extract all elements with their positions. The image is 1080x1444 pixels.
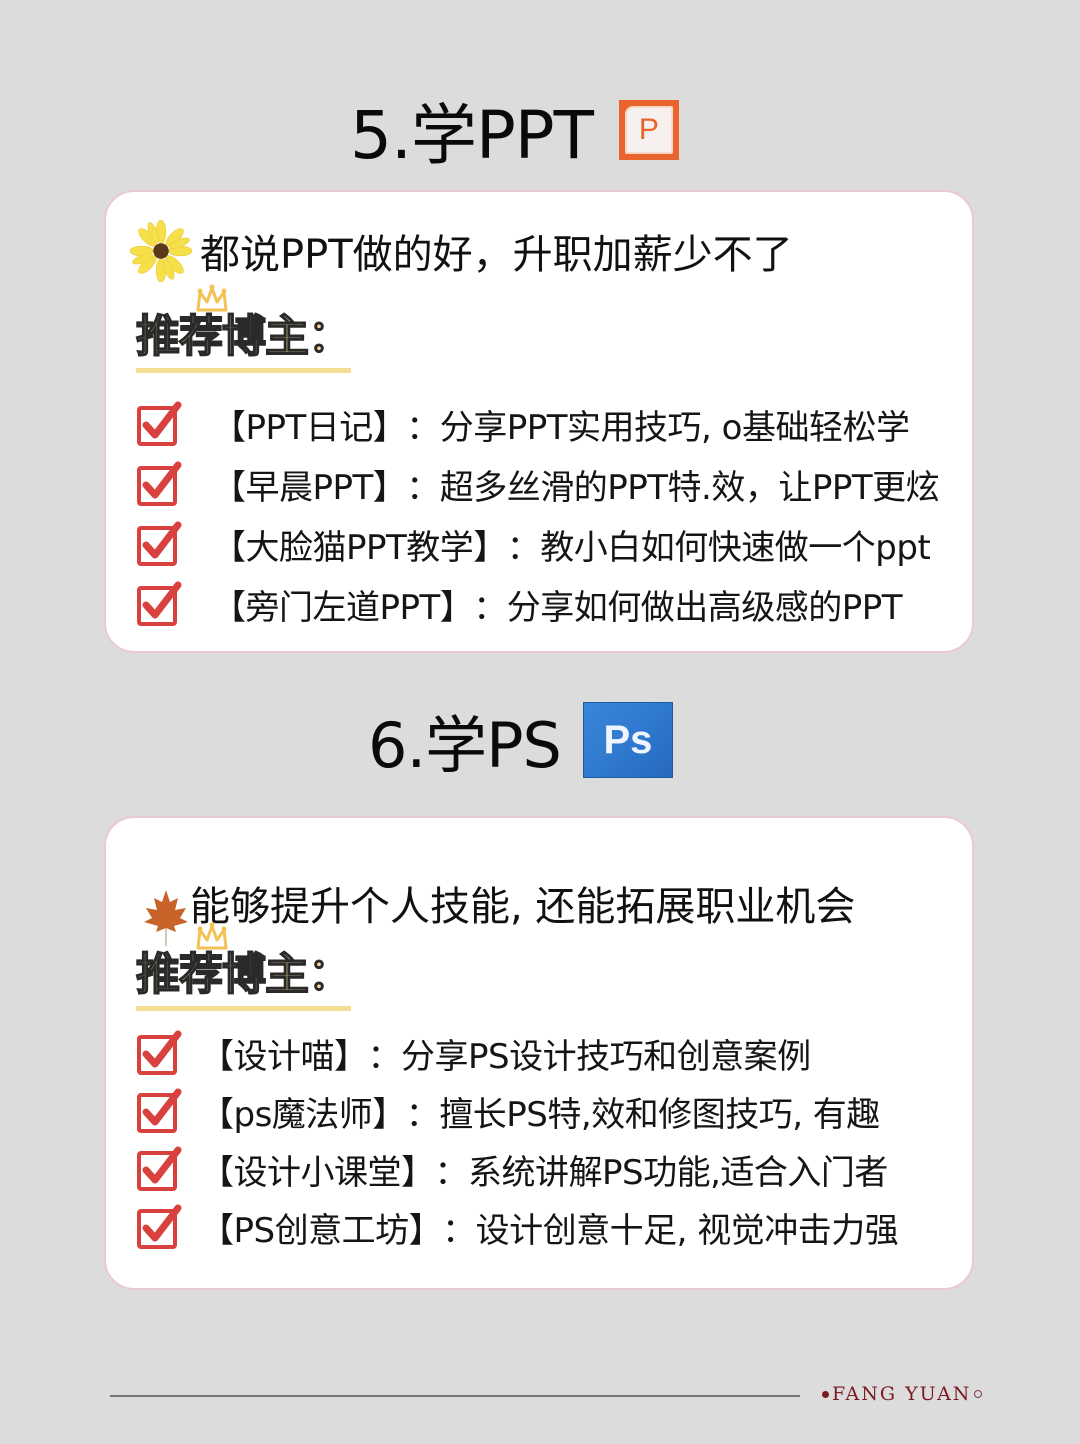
blogger-name: 【ps魔法师】 (200, 1094, 406, 1135)
checkbox-checked-icon (137, 1088, 182, 1133)
blogger-name: 【旁门左道PPT】 (212, 587, 474, 628)
list-item: 【设计小课堂】：系统讲解PS功能,适合入门者 (136, 1140, 962, 1198)
footer-divider (110, 1395, 800, 1397)
blogger-name: 【大脸猫PPT教学】 (212, 527, 507, 568)
card-intro: 都说PPT做的好，升职加薪少不了 (130, 220, 793, 282)
blogger-list: 【PPT日记】：分享PPT实用技巧, o基础轻松学 【早晨PPT】：超多丝滑的P… (136, 394, 962, 634)
list-item: 【大脸猫PPT教学】：教小白如何快速做一个ppt (136, 514, 962, 574)
blogger-desc: 分享PPT实用技巧, o基础轻松学 (439, 407, 910, 448)
checkbox-checked-icon (137, 1030, 182, 1075)
blogger-desc: 分享PS设计技巧和创意案例 (401, 1036, 811, 1077)
list-item: 【PPT日记】：分享PPT实用技巧, o基础轻松学 (136, 394, 962, 454)
separator: ： (434, 1152, 469, 1193)
section-title-text: 6.学PS (368, 709, 562, 782)
recommend-heading: 推荐博主： (135, 284, 353, 373)
blogger-name: 【早晨PPT】 (212, 467, 407, 508)
blogger-desc: 系统讲解PS功能,适合入门者 (468, 1152, 888, 1193)
ppt-card: 都说PPT做的好，升职加薪少不了 推荐博主： 【PPT日记】：分享PPT实用技巧… (104, 190, 974, 653)
crown-icon (196, 922, 228, 950)
blogger-name: 【设计小课堂】 (200, 1152, 435, 1193)
section-title-ppt: 5.学PPT P (350, 90, 679, 174)
separator: ： (406, 467, 440, 508)
blogger-desc: 超多丝滑的PPT特.效，让PPT更炫 (439, 467, 940, 508)
blogger-list: 【设计喵】：分享PS设计技巧和创意案例 【ps魔法师】：擅长PS特,效和修图技巧… (136, 1024, 962, 1256)
checkbox-checked-icon (137, 461, 182, 506)
section-title-ps: 6.学PS Ps (368, 700, 673, 782)
ring-icon (974, 1390, 983, 1398)
separator: ： (473, 587, 507, 628)
separator: ： (405, 1094, 440, 1135)
powerpoint-logo-icon: P (618, 100, 679, 160)
list-item: 【早晨PPT】：超多丝滑的PPT特.效，让PPT更炫 (136, 454, 962, 514)
recommend-heading: 推荐博主： (135, 922, 353, 1011)
checkbox-checked-icon (137, 1146, 182, 1191)
list-item: 【设计喵】：分享PS设计技巧和创意案例 (136, 1024, 962, 1082)
blogger-desc: 分享如何做出高级感的PPT (506, 587, 903, 628)
checkbox-checked-icon (137, 401, 182, 446)
maple-leaf-icon (144, 890, 188, 946)
blogger-name: 【设计喵】 (200, 1036, 368, 1077)
blogger-name: 【PPT日记】 (212, 407, 407, 448)
sunflower-icon (130, 220, 192, 282)
footer-signature: FANG YUAN (822, 1383, 983, 1405)
checkbox-checked-icon (137, 581, 182, 626)
checkbox-checked-icon (137, 1204, 182, 1249)
blogger-desc: 设计创意十足, 视觉冲击力强 (475, 1210, 899, 1251)
blogger-desc: 擅长PS特,效和修图技巧, 有趣 (439, 1094, 880, 1135)
separator: ： (506, 527, 541, 568)
ps-card: 能够提升个人技能, 还能拓展职业机会 推荐博主： 【设计喵】：分享PS设计技巧和… (104, 816, 974, 1290)
intro-text: 都说PPT做的好，升职加薪少不了 (200, 232, 793, 278)
separator: ： (406, 407, 440, 448)
card-intro: 能够提升个人技能, 还能拓展职业机会 (142, 858, 855, 948)
intro-text: 能够提升个人技能, 还能拓展职业机会 (190, 884, 856, 930)
list-item: 【PS创意工坊】：设计创意十足, 视觉冲击力强 (136, 1198, 962, 1256)
blogger-name: 【PS创意工坊】 (200, 1210, 443, 1251)
blogger-desc: 教小白如何快速做一个ppt (540, 527, 931, 568)
checkbox-checked-icon (137, 521, 182, 566)
dot-icon (822, 1390, 829, 1398)
crown-icon (196, 284, 228, 312)
list-item: 【旁门左道PPT】：分享如何做出高级感的PPT (136, 574, 962, 634)
list-item: 【ps魔法师】：擅长PS特,效和修图技巧, 有趣 (136, 1082, 962, 1140)
photoshop-logo-icon: Ps (582, 702, 673, 778)
section-title-text: 5.学PPT (350, 97, 594, 174)
separator: ： (442, 1210, 476, 1251)
separator: ： (367, 1036, 402, 1077)
